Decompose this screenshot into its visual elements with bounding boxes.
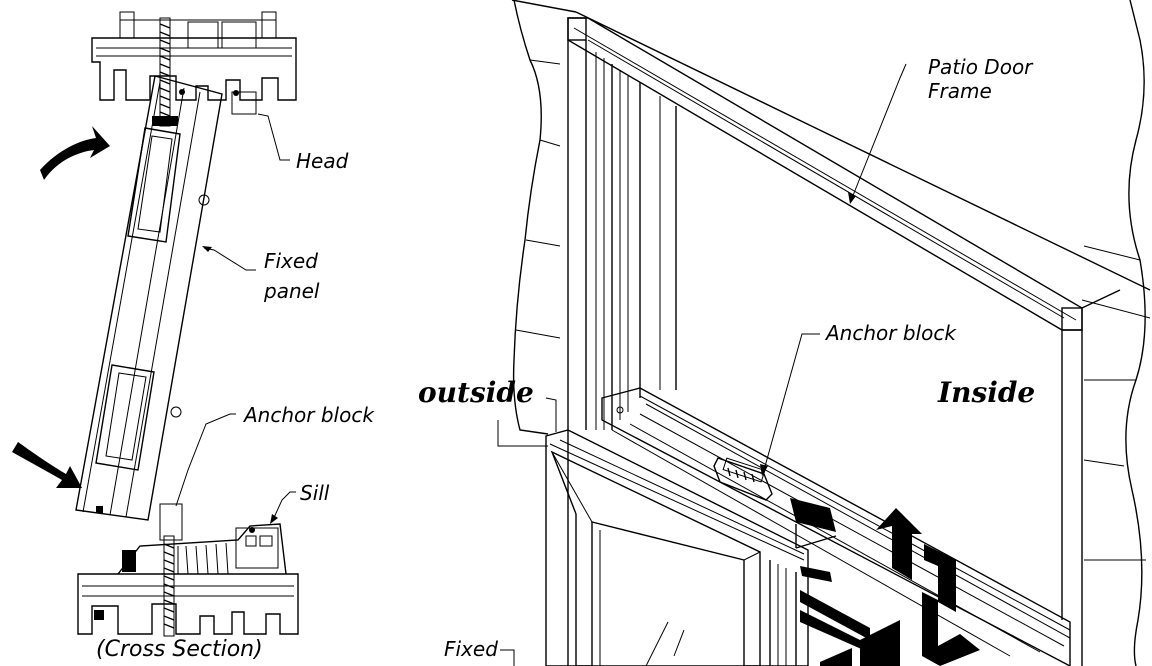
head-label: Head (296, 149, 349, 173)
fixed-panel-section (75, 75, 223, 521)
outside-label: outside (418, 376, 534, 409)
sill-label: Sill (300, 481, 330, 505)
sill-track (601, 387, 1071, 666)
patio-door-frame-label-line2: Frame (928, 79, 992, 103)
anchor-block-label-right: Anchor block (824, 321, 957, 345)
slide-arrow-icon (922, 544, 980, 666)
sill-profile (77, 503, 299, 637)
fixed-panel-label-line2: panel (263, 279, 320, 303)
head-profile (91, 11, 297, 127)
rotate-arrow-bottom-icon (12, 442, 82, 488)
patio-door-frame (511, 0, 1151, 331)
right-jamb (1061, 330, 1083, 666)
anchor-block-label-left: Anchor block (242, 403, 375, 427)
fixed-label-bottom: Fixed (444, 637, 498, 661)
wall-cut-left (512, 0, 549, 435)
left-jamb (567, 40, 677, 430)
wall-cut-right (1125, 0, 1146, 666)
movement-arrows (820, 508, 980, 666)
cross-section-caption: (Cross Section) (96, 637, 263, 662)
fixed-panel-label-line1: Fixed (264, 249, 318, 273)
inside-label: Inside (937, 376, 1035, 409)
perspective-view: Patio Door Frame Anchor block outside In… (418, 0, 1151, 666)
rotate-arrow-top-icon (40, 126, 110, 180)
cross-section-view: Head Fixed panel Anchor block Sill (Cros… (12, 11, 375, 662)
lift-arrow-icon (876, 508, 922, 580)
patio-door-frame-label-line1: Patio Door (928, 55, 1034, 79)
